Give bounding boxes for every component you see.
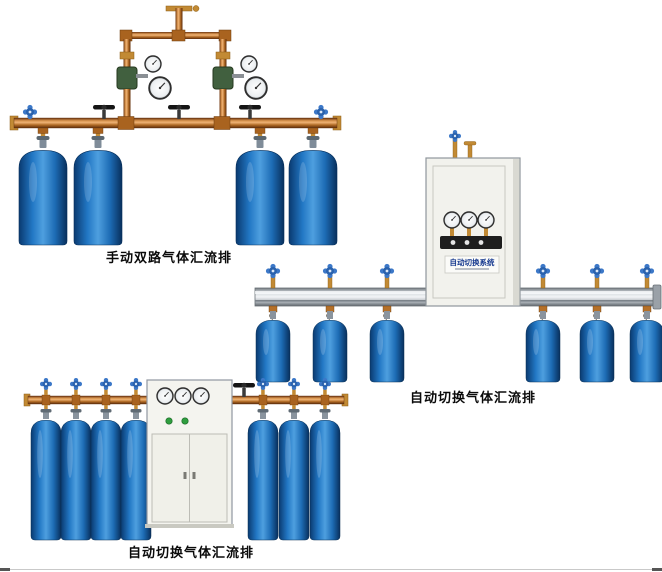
- valve-handwheel: [239, 104, 261, 119]
- figure-caption-manual: 手动双路气体汇流排: [105, 250, 232, 265]
- indicator-strip: [440, 236, 502, 249]
- cylinder-assembly: [247, 377, 279, 541]
- pressure-gauge: [192, 387, 210, 405]
- pressure-gauge: [244, 76, 268, 100]
- cylinder-assembly: [30, 377, 62, 541]
- gas-cylinder: [629, 310, 662, 383]
- gas-cylinder: [525, 310, 561, 383]
- blue-valve-knob: [99, 377, 113, 391]
- pressure-gauge: [174, 387, 192, 405]
- figure-caption-auto-a: 自动切换气体汇流排: [409, 390, 536, 405]
- cylinder-assembly: [90, 377, 122, 541]
- control-cabinet: 自动切换系统: [425, 129, 521, 307]
- auto-manifold-cabinet-illustration: [23, 377, 349, 541]
- cylinder-assembly: [18, 127, 68, 246]
- door-handle: [183, 472, 187, 479]
- blue-valve-knob: [313, 104, 329, 120]
- valve-handwheel: [168, 104, 190, 119]
- blue-valve-knob: [322, 263, 338, 279]
- cylinder-assembly: [278, 377, 310, 541]
- green-indicator-light: [181, 417, 189, 425]
- cylinder-assembly: [309, 377, 341, 541]
- gas-cylinder: [309, 408, 341, 541]
- cylinder-assembly: [235, 127, 285, 246]
- pressure-gauge: [148, 76, 172, 100]
- cabinet-doors: [151, 433, 228, 523]
- pressure-gauge: [144, 55, 162, 73]
- pressure-gauge: [156, 387, 174, 405]
- valve-handwheel: [93, 104, 115, 119]
- rail-connection: [525, 263, 561, 383]
- blue-valve-knob: [589, 263, 605, 279]
- rail-connection: [369, 263, 405, 383]
- pressure-gauge: [443, 211, 461, 229]
- bottom-border-tick-left: [0, 568, 10, 571]
- gas-cylinder: [369, 310, 405, 383]
- upper-manifold-pipe: [119, 29, 232, 42]
- blue-valve-knob: [379, 263, 395, 279]
- right-regulator-branch: [212, 39, 268, 118]
- gas-cylinder: [30, 408, 62, 541]
- blue-valve-knob: [639, 263, 655, 279]
- left-regulator-branch: [116, 39, 172, 118]
- blue-valve-knob: [22, 104, 38, 120]
- door-handle: [192, 472, 196, 479]
- inlet-riser-pipe: [165, 5, 200, 34]
- valve-handwheel: [233, 382, 255, 397]
- main-manifold-pipe: [9, 115, 342, 131]
- rail-connection: [312, 263, 348, 383]
- control-cabinet: [145, 379, 234, 528]
- gas-cylinder: [73, 135, 123, 246]
- figure-caption-auto-b: 自动切换气体汇流排: [127, 545, 254, 560]
- cabinet-nameplate: 自动切换系统: [444, 255, 500, 274]
- gas-cylinder: [247, 408, 279, 541]
- pressure-gauge: [477, 211, 495, 229]
- rail-connection: [255, 263, 291, 383]
- blue-valve-knob: [69, 377, 83, 391]
- gas-cylinder: [90, 408, 122, 541]
- blue-valve-knob: [318, 377, 332, 391]
- manual-manifold-illustration: [9, 5, 342, 246]
- rail-connection: [629, 263, 662, 383]
- blue-valve-knob: [287, 377, 301, 391]
- blue-valve-knob: [448, 129, 462, 143]
- cabinet-label-text: 自动切换系统: [450, 257, 495, 267]
- bottom-border-tick-right: [652, 568, 662, 571]
- gas-cylinder: [312, 310, 348, 383]
- gas-cylinder: [18, 135, 68, 246]
- blue-valve-knob: [535, 263, 551, 279]
- gas-cylinder: [579, 310, 615, 383]
- gas-cylinder: [255, 310, 291, 383]
- blue-valve-knob: [256, 377, 270, 391]
- pressure-gauge: [240, 55, 258, 73]
- bottom-border-line: [0, 569, 662, 570]
- cabinet-base: [145, 524, 234, 528]
- gas-cylinder: [278, 408, 310, 541]
- auto-manifold-rail-illustration: 自动切换系统: [254, 129, 662, 383]
- cylinder-assembly: [60, 377, 92, 541]
- blue-valve-knob: [39, 377, 53, 391]
- cylinder-assembly: [120, 377, 152, 541]
- pressure-gauge: [460, 211, 478, 229]
- cylinder-assembly: [73, 127, 123, 246]
- cylinder-assembly: [288, 127, 338, 246]
- gas-cylinder: [60, 408, 92, 541]
- blue-valve-knob: [265, 263, 281, 279]
- blue-valve-knob: [129, 377, 143, 391]
- green-indicator-light: [165, 417, 173, 425]
- rail-connection: [579, 263, 615, 383]
